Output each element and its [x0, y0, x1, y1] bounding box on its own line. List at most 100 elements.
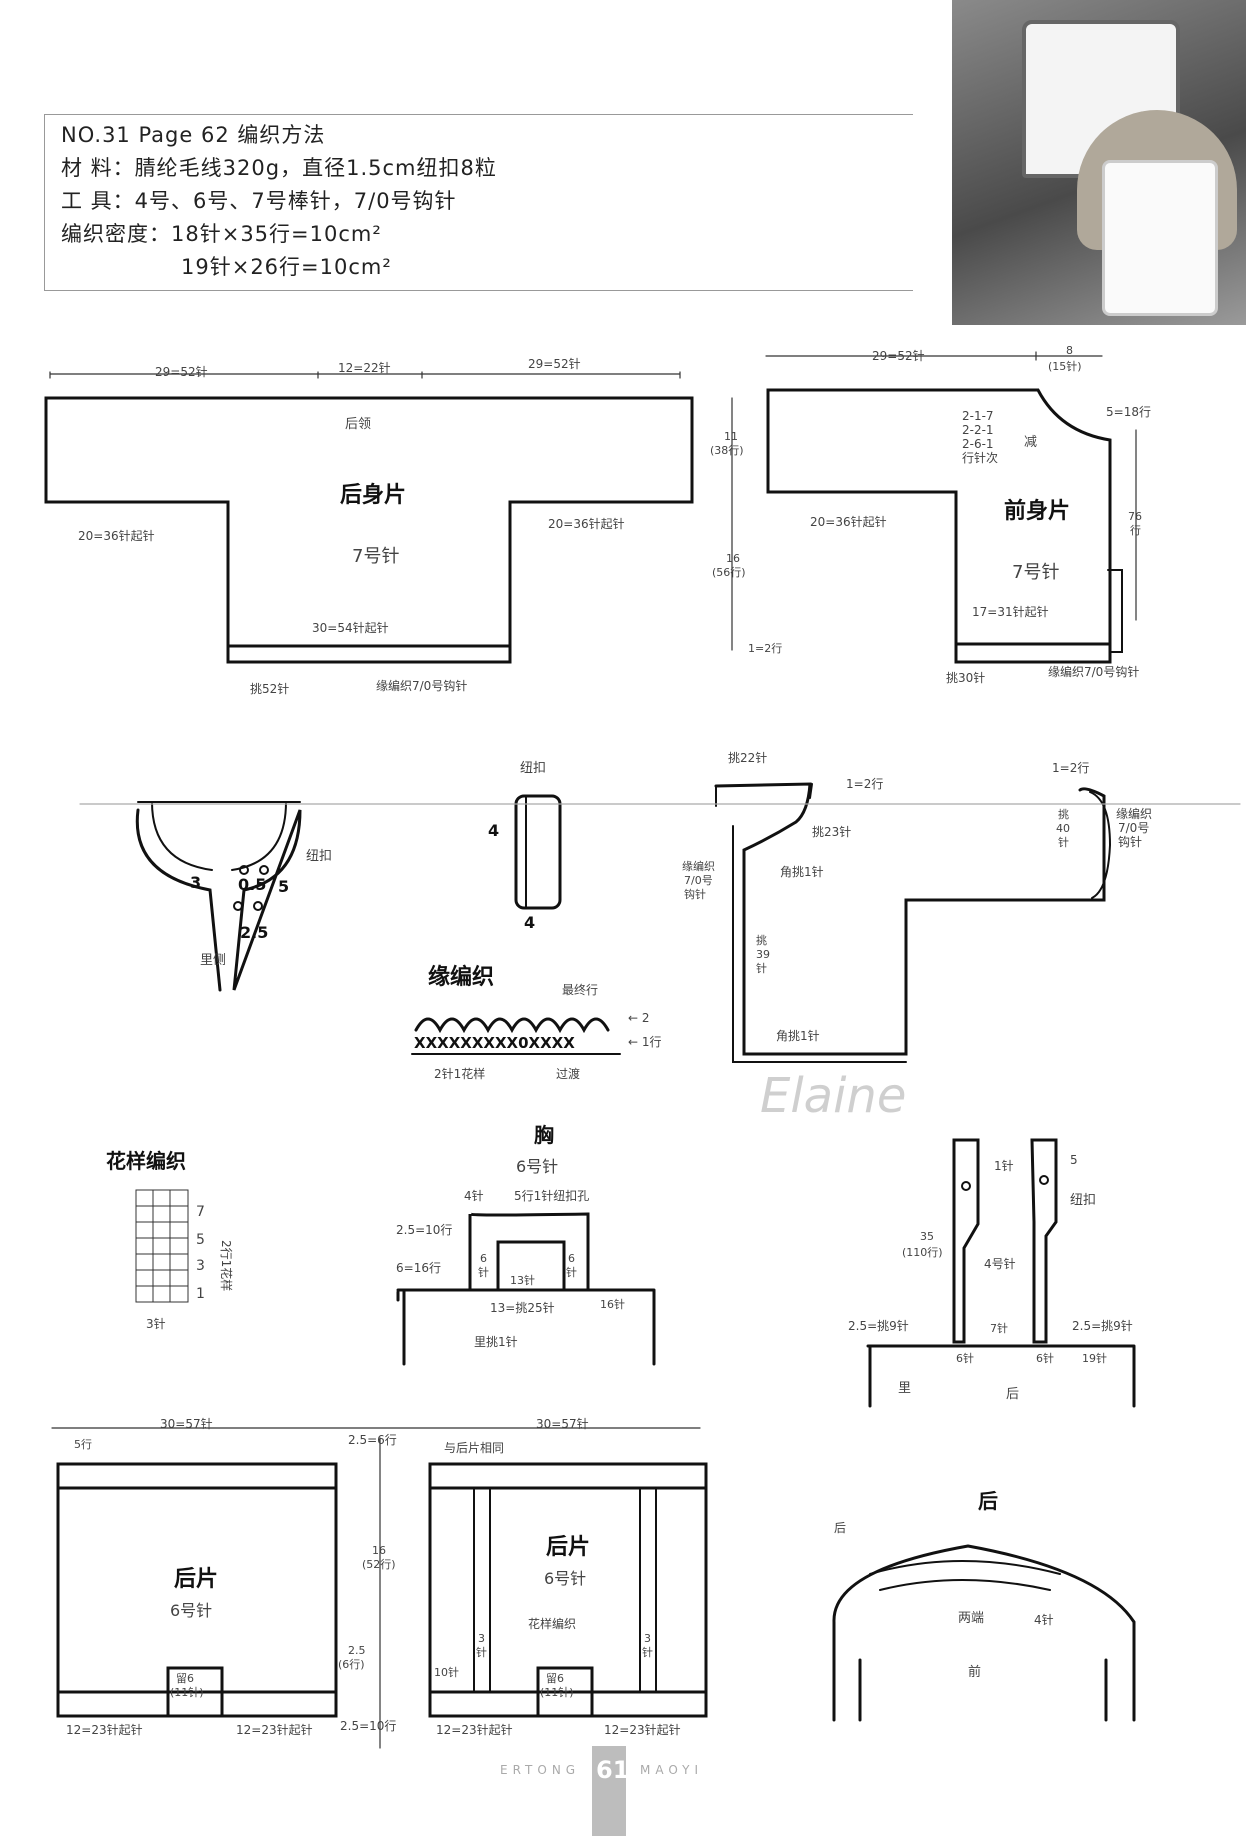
chest-pick: 13=挑25针 — [490, 1300, 555, 1315]
back-h1: 11 — [724, 430, 738, 443]
fe-pick39b: 39 — [756, 948, 770, 961]
pattern-rep: 2行1花样 — [219, 1240, 234, 1291]
header-line-1: NO.31 Page 62 编织方法 — [61, 123, 326, 147]
button-mark-icon — [961, 1181, 971, 1191]
pb-title: 后片 — [174, 1567, 218, 1592]
pb-h2: 2.5 — [348, 1644, 366, 1657]
strip-n4a: 4 — [488, 821, 499, 840]
asm-title: 后 — [978, 1489, 998, 1513]
back-h2b: (56行) — [712, 566, 746, 579]
pb2-bottom-r: 12=23针起针 — [604, 1722, 681, 1737]
asm-ends: 两端 — [958, 1611, 984, 1626]
chest-buttonhole: 5行1针纽扣孔 — [514, 1188, 589, 1203]
footer-brand-right: MAOYI — [640, 1763, 703, 1777]
front-title: 前身片 — [1004, 498, 1070, 524]
button-mark-icon — [233, 901, 243, 911]
back-sleeve-right: 20=36针起针 — [548, 516, 625, 531]
front-dec3: 2-6-1 — [962, 437, 994, 451]
collar-n25: 2.5 — [240, 923, 268, 942]
fe-pick23: 挑23针 — [812, 824, 851, 839]
front-edge-outline — [714, 782, 1106, 1056]
back-needle: 7号针 — [352, 546, 399, 567]
fe-pick40b: 40 — [1056, 822, 1070, 835]
strap-h2: (110行) — [902, 1246, 943, 1259]
footer-page: 61 — [596, 1756, 629, 1784]
pb-h1: 16 — [372, 1544, 386, 1557]
back-h3: 1=2行 — [748, 642, 782, 655]
collar-outline — [135, 808, 302, 992]
chest-needle: 6号针 — [516, 1157, 558, 1176]
button-mark-icon — [1039, 1175, 1049, 1185]
asm-back: 后 — [834, 1521, 846, 1535]
pb2-pattern: 花样编织 — [528, 1616, 576, 1631]
pb2-title: 后片 — [546, 1535, 590, 1560]
collar-n5: 5 — [278, 877, 289, 896]
watermark: Elaine — [760, 1068, 906, 1124]
fe-corner2: 角挑1针 — [776, 1028, 820, 1043]
pb-h1b: (52行) — [362, 1558, 396, 1571]
edge-rep: 2针1花样 — [434, 1066, 485, 1081]
collar-n3: 3 — [190, 873, 201, 892]
front-top-r1: 8 — [1066, 344, 1073, 357]
front-h2: 行 — [1130, 524, 1141, 537]
back-pick: 挑52针 — [250, 681, 289, 696]
back-sleeve-left: 20=36针起针 — [78, 528, 155, 543]
front-body-outline — [766, 388, 1112, 664]
pb2-s3d: 针 — [642, 1645, 653, 1659]
asm-s4: 4针 — [1034, 1612, 1054, 1627]
strap-left — [952, 1138, 980, 1344]
chest-c6d: 针 — [566, 1265, 577, 1279]
pb-r5: 5行 — [74, 1438, 92, 1451]
button-strip — [514, 794, 562, 910]
chest-title: 胸 — [534, 1123, 554, 1147]
pb-leave2: (11针) — [170, 1685, 204, 1699]
fe-edgeR3: 钩针 — [1118, 834, 1142, 849]
pattern-grid — [135, 1189, 189, 1303]
button-mark-icon — [259, 865, 269, 875]
fe-edge3: 钩针 — [684, 887, 706, 901]
strap-s1: 1针 — [994, 1158, 1014, 1173]
chest-c6: 6 — [480, 1252, 487, 1265]
front-dec1: 2-1-7 — [962, 409, 994, 423]
pb2-top: 30=57针 — [536, 1416, 589, 1431]
button-mark-icon — [253, 901, 263, 911]
header-line-5: 19针×26行=10cm² — [181, 255, 392, 279]
back-edge: 缘编织7/0号钩针 — [376, 678, 467, 693]
front-dec2: 2-2-1 — [962, 423, 994, 437]
pb2-c10: 10针 — [434, 1665, 459, 1679]
fe-pick39: 挑 — [756, 933, 767, 947]
front-needle: 7号针 — [1012, 562, 1059, 583]
pb-h2b: (6行) — [338, 1658, 365, 1671]
button-mark-icon — [239, 865, 249, 875]
strap-button: 纽扣 — [1070, 1193, 1096, 1208]
back-top-left: 29=52针 — [155, 364, 208, 379]
chest-s16: 16针 — [600, 1297, 625, 1311]
pb2-same: 与后片相同 — [444, 1441, 504, 1455]
pb-bottom-l: 12=23针起针 — [66, 1722, 143, 1737]
fe-edge2: 7/0号 — [684, 874, 713, 887]
strap-s6a: 6针 — [956, 1351, 974, 1365]
pants-back-outline — [56, 1462, 338, 1718]
fe-corner1: 角挑1针 — [780, 864, 824, 879]
edge-row: XXXXXXXXX0XXXX — [414, 1034, 575, 1052]
pants-back2-outline — [428, 1462, 708, 1718]
edge-r1: ← 1行 — [628, 1035, 662, 1049]
strap-back: 后 — [1006, 1387, 1019, 1402]
fe-r12a: 1=2行 — [846, 777, 883, 791]
pb2-s3b: 针 — [476, 1645, 487, 1659]
chest-c6b: 针 — [478, 1265, 489, 1279]
pattern-title: 花样编织 — [106, 1149, 186, 1173]
pb-bottom-rows: 2.5=10行 — [340, 1719, 396, 1733]
pb2-bottom-l: 12=23针起针 — [436, 1722, 513, 1737]
front-top: 29=52针 — [872, 348, 925, 363]
chest-r6: 6=16行 — [396, 1261, 441, 1275]
back-title: 后身片 — [340, 482, 406, 508]
back-top-mid: 12=22针 — [338, 360, 391, 375]
chest-s13: 13针 — [510, 1273, 535, 1287]
pb2-needle: 6号针 — [544, 1569, 586, 1588]
chest-c6c: 6 — [568, 1252, 575, 1265]
instructions-header: NO.31 Page 62 编织方法 材 料：腈纶毛线320g，直径1.5cm纽… — [44, 114, 913, 291]
fe-edgeR2: 7/0号 — [1118, 821, 1149, 835]
chest-inner: 里挑1针 — [474, 1334, 518, 1349]
